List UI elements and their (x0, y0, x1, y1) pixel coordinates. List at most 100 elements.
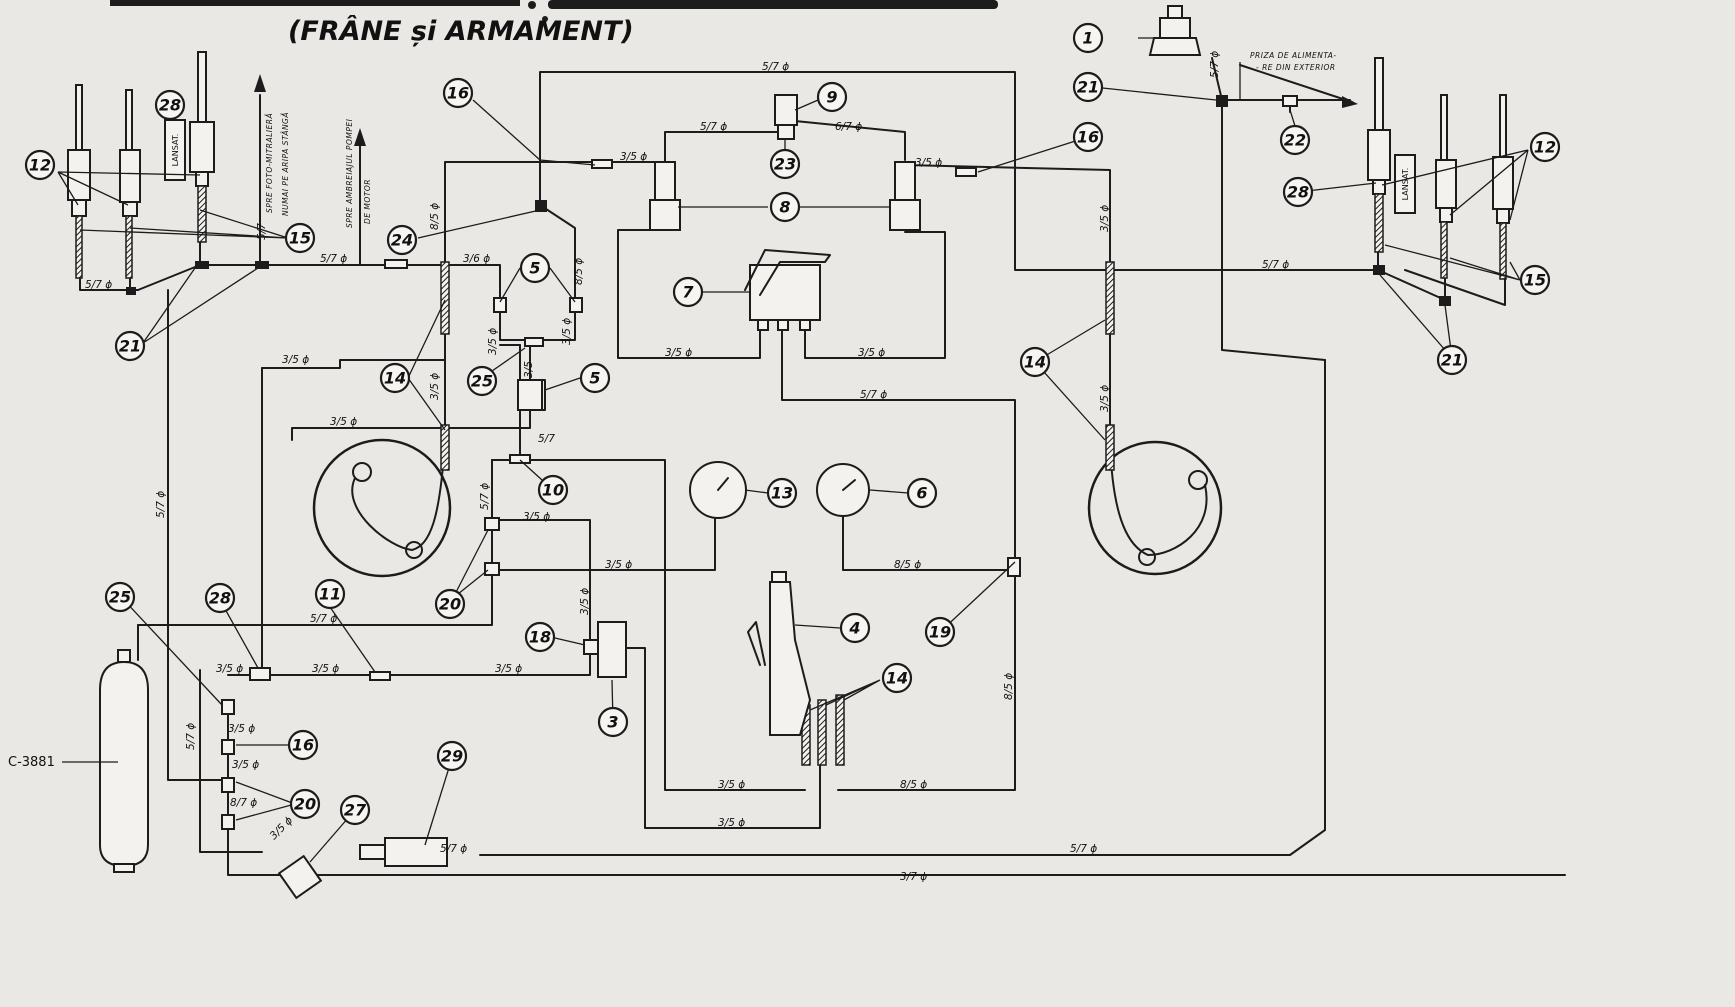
control-handle-4 (747, 571, 812, 736)
pipe-network (79, 57, 1566, 876)
svg-text:3/5 ϕ: 3/5 ϕ (268, 814, 296, 842)
svg-text:3/5 ϕ: 3/5 ϕ (858, 347, 885, 359)
ambreiaj-label-2: DE MOTOR (363, 179, 372, 224)
svg-text:10: 10 (542, 481, 564, 500)
svg-text:3/6 ϕ: 3/6 ϕ (463, 253, 490, 265)
lansat-label-left: LANSAT. (171, 134, 180, 167)
svg-text:3: 3 (607, 713, 618, 732)
callout-4: 4 (839, 612, 871, 644)
svg-text:5/7 ϕ: 5/7 ϕ (479, 483, 491, 510)
callout-15-left: 15 (284, 222, 316, 254)
callout-9: 9 (816, 81, 848, 113)
callout-15-right: 15 (1519, 264, 1551, 296)
svg-text:8: 8 (779, 198, 790, 217)
svg-text:3/5 ϕ: 3/5 ϕ (282, 354, 309, 366)
svg-text:16: 16 (1077, 128, 1099, 147)
svg-text:5: 5 (589, 369, 600, 388)
svg-text:3/5 ϕ: 3/5 ϕ (495, 663, 522, 675)
svg-text:25: 25 (471, 372, 493, 391)
svg-text:22: 22 (1284, 131, 1306, 150)
lansat-box-left (164, 119, 186, 181)
svg-text:3/5 ϕ: 3/5 ϕ (915, 157, 942, 169)
svg-text:3/5 ϕ: 3/5 ϕ (579, 588, 591, 615)
svg-text:5/7 ϕ: 5/7 ϕ (310, 613, 337, 625)
svg-text:28: 28 (1287, 183, 1309, 202)
svg-text:25: 25 (109, 588, 131, 607)
right-gun-cylinders: LANSAT. (1367, 57, 1514, 280)
callout-20-bottom: 20 (289, 788, 321, 820)
callout-16-top-left: 16 (442, 77, 474, 109)
svg-text:15: 15 (289, 229, 311, 248)
air-tank (99, 649, 149, 873)
svg-text:7: 7 (682, 283, 694, 302)
svg-text:5/7 ϕ: 5/7 ϕ (762, 61, 789, 73)
callout-leaders (57, 37, 1529, 863)
callout-6: 6 (906, 477, 938, 509)
svg-text:3/7 ϕ: 3/7 ϕ (900, 871, 927, 883)
svg-text:3/5: 3/5 (523, 361, 535, 378)
svg-text:28: 28 (209, 589, 231, 608)
callout-14-right: 14 (1019, 346, 1051, 378)
svg-text:5/7 ϕ: 5/7 ϕ (320, 253, 347, 265)
svg-text:8/5 ϕ: 8/5 ϕ (900, 779, 927, 791)
svg-text:5: 5 (529, 259, 540, 278)
right-brake-drum (1087, 439, 1223, 576)
callout-1: 1 (1072, 22, 1104, 54)
svg-text:3/5 ϕ: 3/5 ϕ (330, 416, 357, 428)
svg-text:5/7 ϕ: 5/7 ϕ (1262, 259, 1289, 271)
component-27 (277, 854, 323, 900)
svg-text:5/7 ϕ: 5/7 ϕ (185, 723, 197, 750)
diagram-canvas: (FRÂNE și ARMAMENT) (8, 0, 1566, 900)
svg-text:8/5 ϕ: 8/5 ϕ (573, 258, 585, 285)
callout-10: 10 (537, 474, 569, 506)
foto-mitraliera-label-2: NUMAI PE ARIPA STÂNGĂ (281, 112, 290, 216)
svg-text:3/5 ϕ: 3/5 ϕ (312, 663, 339, 675)
priza-label-2: - RE DIN EXTERIOR (1256, 63, 1336, 72)
diagram-title: (FRÂNE și ARMAMENT) (288, 15, 634, 47)
svg-text:29: 29 (441, 747, 463, 766)
svg-text:21: 21 (1441, 351, 1463, 370)
svg-text:8/5 ϕ: 8/5 ϕ (1003, 673, 1015, 700)
left-gun-cylinders: LANSAT. (67, 51, 215, 279)
callout-5-mid: 5 (579, 362, 611, 394)
svg-text:3/5 ϕ: 3/5 ϕ (228, 723, 255, 735)
callout-18: 18 (524, 621, 556, 653)
priza-label: PRIZA DE ALIMENTA- (1250, 51, 1337, 60)
svg-text:5/7 ϕ: 5/7 ϕ (85, 279, 112, 291)
flexible-hoses (440, 261, 1115, 766)
callout-25-bottom: 25 (104, 581, 136, 613)
svg-text:5/7 ϕ: 5/7 ϕ (1209, 51, 1221, 78)
svg-text:3/5 ϕ: 3/5 ϕ (1099, 205, 1111, 232)
svg-text:11: 11 (319, 585, 341, 604)
svg-text:3/5 ϕ: 3/5 ϕ (665, 347, 692, 359)
callout-14-bottom: 14 (881, 662, 913, 694)
svg-text:6: 6 (916, 484, 927, 503)
svg-text:16: 16 (292, 736, 314, 755)
svg-text:21: 21 (119, 337, 141, 356)
component-9 (774, 94, 798, 126)
svg-text:5/7 ϕ: 5/7 ϕ (440, 843, 467, 855)
callout-28-right: 28 (1282, 176, 1314, 208)
svg-text:8/5 ϕ: 8/5 ϕ (429, 203, 441, 230)
svg-text:21: 21 (1077, 78, 1099, 97)
svg-text:28: 28 (159, 96, 181, 115)
svg-text:12: 12 (29, 156, 51, 175)
component-29 (384, 837, 448, 867)
svg-text:1: 1 (1082, 29, 1093, 48)
gauge-13 (689, 461, 747, 519)
callout-20-mid: 20 (434, 588, 466, 620)
callout-13: 13 (766, 477, 798, 509)
svg-text:15: 15 (1524, 271, 1546, 290)
svg-text:3/5 ϕ: 3/5 ϕ (620, 151, 647, 163)
svg-text:3/5 ϕ: 3/5 ϕ (216, 663, 243, 675)
svg-text:14: 14 (384, 369, 406, 388)
svg-text:16: 16 (447, 84, 469, 103)
ambreiaj-label: SPRE AMBREIAJUL POMPEI (345, 118, 354, 228)
relay-valves (591, 159, 977, 231)
svg-text:5/7 ϕ: 5/7 ϕ (155, 491, 167, 518)
callout-22: 22 (1279, 124, 1311, 156)
svg-text:18: 18 (529, 628, 551, 647)
svg-text:5/7: 5/7 (538, 433, 555, 445)
callout-28-bottom: 28 (204, 582, 236, 614)
svg-text:12: 12 (1534, 138, 1556, 157)
